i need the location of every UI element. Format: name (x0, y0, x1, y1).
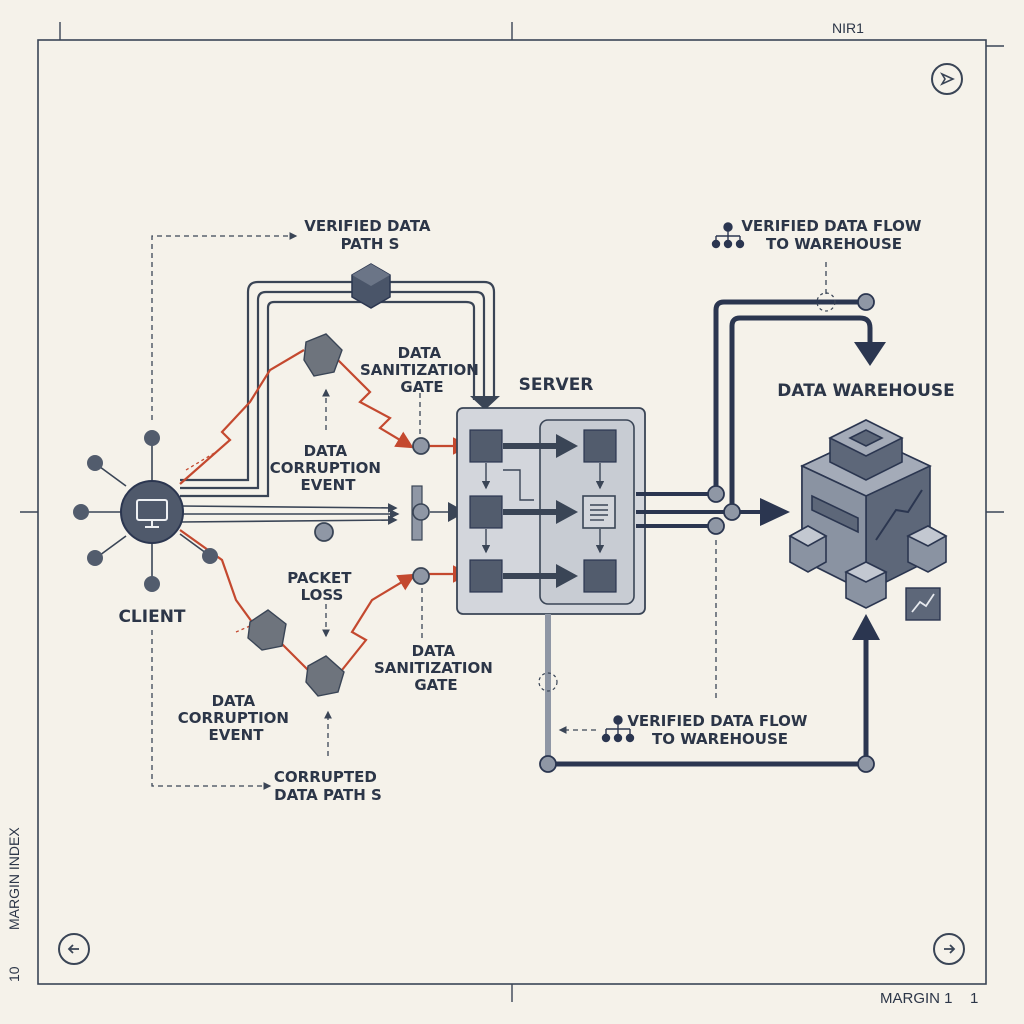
dashed-guides (151, 232, 827, 790)
sanitization-gate-bottom (412, 567, 430, 585)
page-frame (20, 22, 1004, 1002)
client-hub (73, 430, 218, 592)
server-to-warehouse-arrowhead (760, 498, 790, 526)
server-box (456, 407, 646, 615)
corruption-node-left (247, 609, 287, 651)
sanitization-top-label: DATA SANITIZATION GATE (360, 344, 484, 396)
corrupted-path-label: CORRUPTED DATA PATH S (274, 768, 382, 804)
flow-node-bottom-ghost (538, 672, 558, 692)
corruption-top-label: DATA CORRUPTION EVENT (270, 442, 386, 494)
warehouse-top-arrowhead (854, 342, 886, 366)
flow-node-c (707, 517, 725, 535)
header-code: NIR1 (832, 20, 864, 36)
hierarchy-icon-top (711, 222, 745, 249)
verified-hex-node (351, 263, 391, 309)
warehouse-bottom-arrowhead (852, 614, 880, 640)
flow-node-bottom-start (539, 755, 557, 773)
verified-flow-top-label: VERIFIED DATA FLOW TO WAREHOUSE (741, 217, 926, 253)
flow-node-b (723, 503, 741, 521)
flow-node-bottom-end (857, 755, 875, 773)
hierarchy-icon-bottom (601, 715, 635, 743)
flow-node-top-ghost (816, 292, 836, 312)
verified-flow-top (713, 299, 873, 512)
warehouse-label: DATA WAREHOUSE (777, 381, 955, 401)
packet-loss-junction (314, 522, 334, 542)
server-label: SERVER (519, 375, 594, 395)
sanitization-gate-top (412, 437, 430, 455)
packet-loss-node (412, 503, 430, 521)
footer-page-number: 1 (970, 990, 979, 1007)
verified-data-path (180, 280, 496, 498)
corruption-bottom-label: DATA CORRUPTION EVENT (178, 692, 294, 744)
verified-path-label: VERIFIED DATA PATH S (304, 217, 436, 253)
monitor-icon (136, 499, 168, 528)
navigation-arrow-icon[interactable] (931, 63, 963, 95)
corrupted-paths (179, 349, 471, 673)
server-output-lines (636, 492, 760, 528)
packet-loss-label: PACKET LOSS (287, 569, 357, 604)
arrow-right-icon[interactable] (933, 933, 965, 965)
trend-chart-icon (905, 587, 941, 621)
client-label: CLIENT (118, 607, 185, 627)
flow-node-a (707, 485, 725, 503)
arrow-left-icon[interactable] (58, 933, 90, 965)
corruption-dashes (185, 451, 251, 633)
corruption-node-bottom (305, 655, 345, 697)
path-arrowhead (470, 396, 500, 410)
data-warehouse-building (788, 419, 948, 609)
packet-loss-path (179, 503, 456, 525)
corruption-node-top (303, 333, 343, 377)
footer-margin-label: MARGIN 1 (880, 990, 953, 1007)
flow-node-top-end (857, 293, 875, 311)
verified-flow-bottom-label: VERIFIED DATA FLOW TO WAREHOUSE (627, 712, 812, 748)
sanitization-bottom-label: DATA SANITIZATION GATE (374, 642, 498, 694)
